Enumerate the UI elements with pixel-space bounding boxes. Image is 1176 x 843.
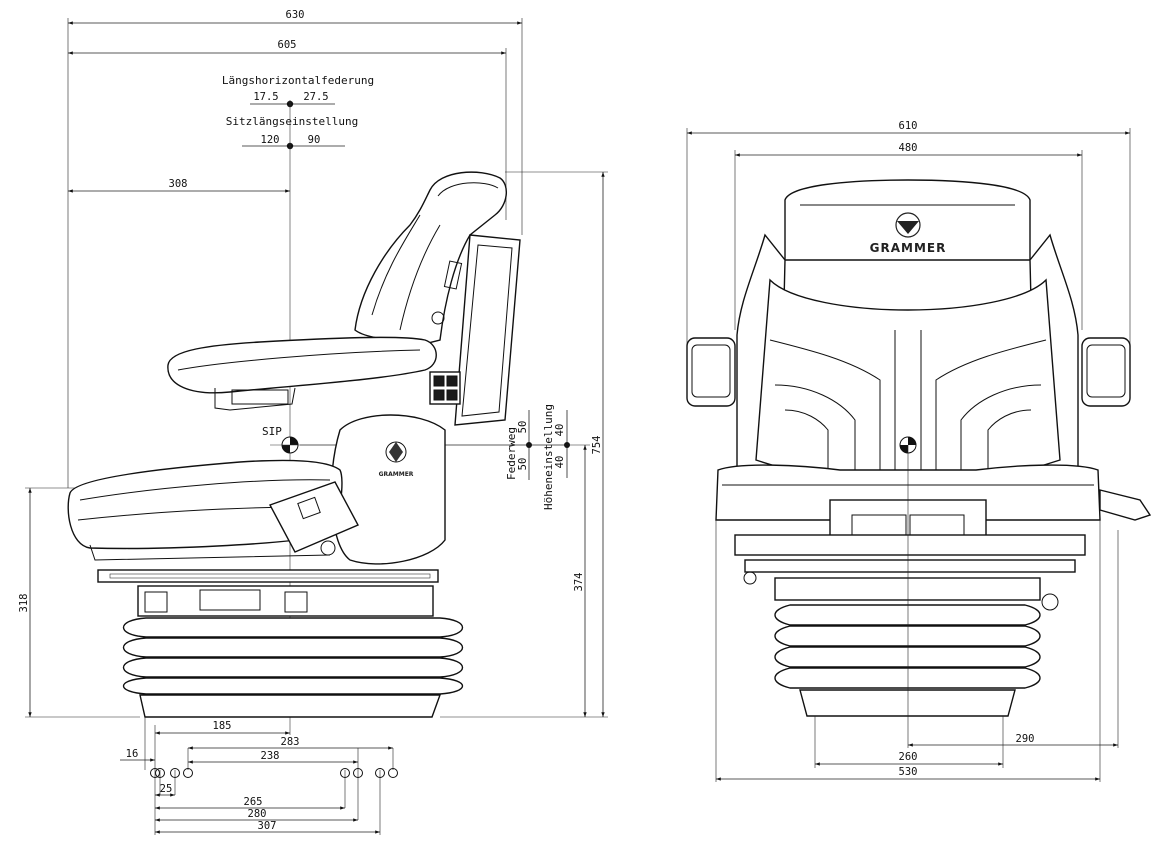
dim-290-label: 290 [1016, 733, 1035, 745]
dim-25-label: 25 [160, 783, 173, 795]
sitzlaengs-left: 120 [261, 134, 280, 146]
laengshorizontal-left: 17.5 [253, 91, 278, 103]
dim-283-label: 283 [281, 736, 300, 748]
federweg-title: Federweg [505, 427, 518, 480]
sitzlaengs-right: 90 [308, 134, 321, 146]
dimension-318: 318 [18, 487, 140, 718]
hoehen-title: Höheneinstellung [542, 404, 555, 510]
front-bottom-dims: 290 260 530 [715, 445, 1119, 782]
side-view: 630 605 308 Längshorizontalfederung 17.5… [18, 9, 608, 835]
seat-side-drawing: GRAMMER [67, 171, 521, 718]
laengshorizontal-title: Längshorizontalfederung [222, 74, 374, 87]
grammer-logo: GRAMMER [870, 212, 947, 255]
dim-605-label: 605 [278, 39, 297, 51]
dim-265-label: 265 [244, 796, 263, 808]
dim-308-label: 308 [169, 178, 188, 190]
laengshorizontal-block: Längshorizontalfederung 17.5 27.5 Sitzlä… [222, 74, 374, 150]
dim-318-label: 318 [18, 594, 30, 613]
dim-185-label: 185 [213, 720, 232, 732]
hoehen-a: 40 [554, 424, 566, 437]
sitzlaengs-title: Sitzlängseinstellung [226, 115, 358, 128]
dimension-610: 610 [686, 120, 1131, 345]
front-view: 610 480 GRAMMER [686, 120, 1152, 782]
dimension-754: 754 [440, 171, 608, 718]
dim-630-label: 630 [286, 9, 305, 21]
dim-16-label: 16 [126, 748, 139, 760]
dim-238-label: 238 [261, 750, 280, 762]
federweg-a: 50 [517, 421, 529, 434]
dim-374-label: 374 [573, 573, 585, 592]
dim-610-label: 610 [899, 120, 918, 132]
bottom-hole-dims: 185 283 238 16 25 265 280 [120, 717, 398, 835]
seat-front-drawing: GRAMMER [686, 179, 1152, 717]
dim-280-label: 280 [248, 808, 267, 820]
front-logo: GRAMMER [870, 241, 947, 255]
hole-row [150, 768, 398, 778]
dim-260-label: 260 [899, 751, 918, 763]
dim-530-label: 530 [899, 766, 918, 778]
federweg-block: Federweg 50 50 Höheneinstellung 40 40 [505, 404, 570, 510]
dim-480-label: 480 [899, 142, 918, 154]
dim-754-label: 754 [591, 436, 603, 455]
dim-307-label: 307 [258, 820, 277, 832]
hoehen-b: 40 [554, 456, 566, 469]
dimension-630: 630 [67, 9, 523, 488]
dimension-308: 308 [68, 178, 290, 193]
sip-label: SIP [262, 425, 282, 438]
federweg-b: 50 [517, 458, 529, 471]
laengshorizontal-right: 27.5 [303, 91, 328, 103]
side-logo: GRAMMER [379, 471, 414, 478]
dimension-480: 480 [734, 142, 1083, 330]
